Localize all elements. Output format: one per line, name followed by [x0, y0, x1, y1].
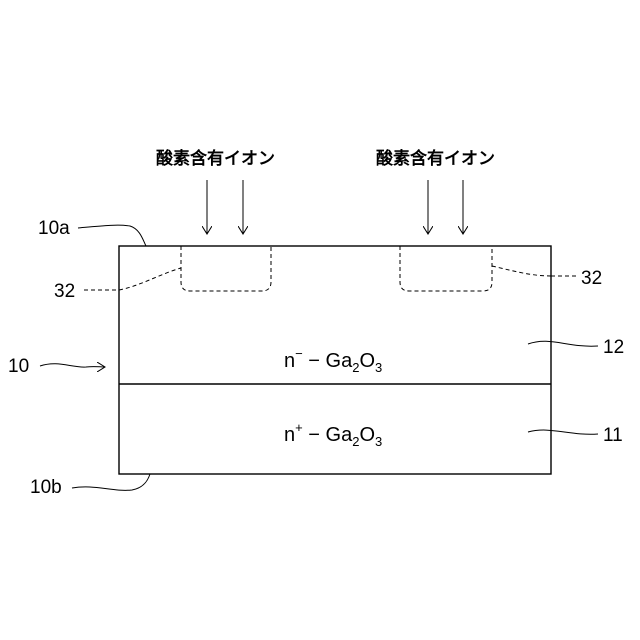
- ref-region-left: 32: [54, 281, 75, 302]
- material-superscript: +: [295, 420, 303, 435]
- ion-label-left: 酸素含有イオン: [156, 148, 275, 169]
- ref-substrate: 11: [603, 425, 623, 446]
- material-main: Ga: [326, 350, 354, 372]
- material-prefix: n: [284, 424, 295, 446]
- material-oxygen: O: [359, 350, 375, 372]
- material-prefix: n: [284, 350, 295, 372]
- material-oxygen: O: [359, 424, 375, 446]
- implanted-region-right: [400, 246, 492, 291]
- ref-body: 10: [8, 356, 29, 377]
- ion-arrows-right: [428, 180, 463, 234]
- material-superscript: −: [295, 346, 303, 361]
- implanted-region-left: [181, 246, 271, 291]
- substrate-material-label: n+ − Ga2O3: [284, 420, 382, 449]
- ion-arrows-left: [207, 180, 243, 234]
- material-dash: −: [303, 424, 326, 446]
- leader-surface-bottom: [72, 474, 150, 490]
- ref-region-right: 32: [581, 268, 602, 289]
- ref-surface-bottom: 10b: [30, 477, 62, 498]
- material-subscript: 2: [352, 434, 359, 449]
- leader-region-right-inner: [492, 266, 551, 276]
- ref-drift-layer: 12: [603, 337, 624, 358]
- ion-label-right: 酸素含有イオン: [376, 148, 495, 169]
- material-subscript: 2: [352, 360, 359, 375]
- ref-surface-top: 10a: [38, 218, 70, 239]
- material-subscript: 3: [375, 360, 382, 375]
- leader-region-left-inner: [119, 268, 181, 290]
- material-dash: −: [303, 350, 326, 372]
- leader-drift-layer: [528, 341, 598, 346]
- drift-layer-material-label: n− − Ga2O3: [284, 346, 382, 375]
- leader-body: [40, 364, 105, 367]
- leader-substrate: [528, 430, 598, 434]
- leader-surface-top: [78, 225, 146, 246]
- material-subscript: 3: [375, 434, 382, 449]
- material-main: Ga: [326, 424, 354, 446]
